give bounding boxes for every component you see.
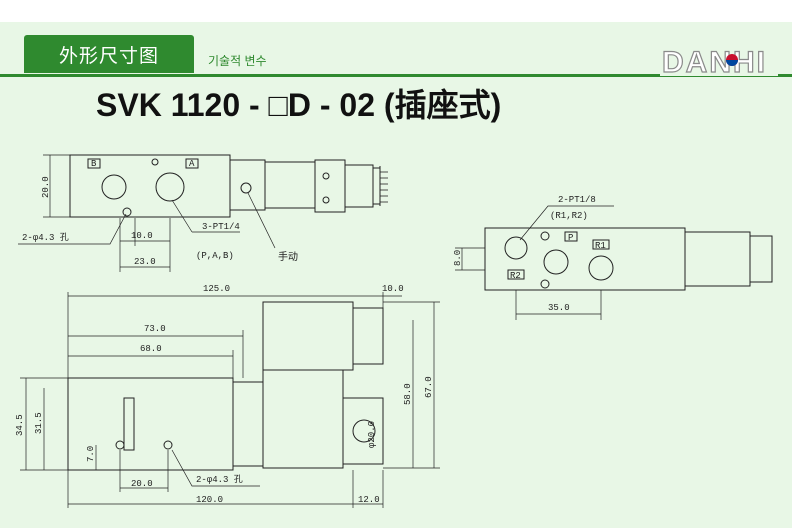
- dim-10-label: 10.0: [131, 231, 153, 241]
- dim-58-label: 58.0: [403, 383, 413, 405]
- tab-dimensions[interactable]: 外形尺寸图: [24, 35, 194, 73]
- top-strip: [0, 0, 792, 22]
- dim-10b-label: 10.0: [382, 284, 404, 294]
- dim-7-label: 7.0: [86, 446, 96, 462]
- front-view: [20, 292, 440, 508]
- hole-label: 2-φ4.3 孔: [22, 232, 69, 243]
- dim-68-label: 68.0: [140, 344, 162, 354]
- side-port-sub-label: (R1,R2): [550, 211, 588, 221]
- dim-35-label: 35.0: [548, 303, 570, 313]
- brand-logo: DANHI: [660, 44, 778, 76]
- logo-text: DANHI: [662, 46, 767, 76]
- dim-67-label: 67.0: [424, 376, 434, 398]
- dim-phi20-label: φ20.0: [367, 421, 377, 448]
- dim-315-label: 31.5: [34, 412, 44, 434]
- port-spec-label: 3-PT1/4: [202, 222, 240, 232]
- tab-technical-parameters[interactable]: 기술적 변수: [208, 54, 267, 68]
- dim-125-label: 125.0: [203, 284, 230, 294]
- port-a-label: A: [189, 159, 195, 169]
- front-hole-label: 2-φ4.3 孔: [196, 474, 243, 485]
- dim-120-label: 120.0: [196, 495, 223, 505]
- manual-label: 手动: [278, 250, 298, 263]
- port-r2-label: R2: [510, 271, 521, 281]
- dim-20-label: 20.0: [131, 479, 153, 489]
- dim-73-label: 73.0: [144, 324, 166, 334]
- dim-23-label: 23.0: [134, 257, 156, 267]
- dim-8-label: 8.0: [453, 250, 463, 266]
- side-view: [455, 205, 773, 320]
- port-b-label: B: [91, 159, 97, 169]
- dim-345-label: 34.5: [15, 414, 25, 436]
- port-spec-sub-label: (P,A,B): [196, 251, 234, 261]
- dim-height-label: 20.0: [41, 176, 51, 198]
- port-r1-label: R1: [595, 241, 606, 251]
- side-port-label: 2-PT1/8: [558, 195, 596, 205]
- port-p-label: P: [568, 233, 573, 243]
- dim-12-label: 12.0: [358, 495, 380, 505]
- model-title: SVK 1120 - □D - 02 (插座式): [96, 87, 502, 123]
- top-view: [18, 154, 388, 272]
- header-divider: [0, 74, 792, 77]
